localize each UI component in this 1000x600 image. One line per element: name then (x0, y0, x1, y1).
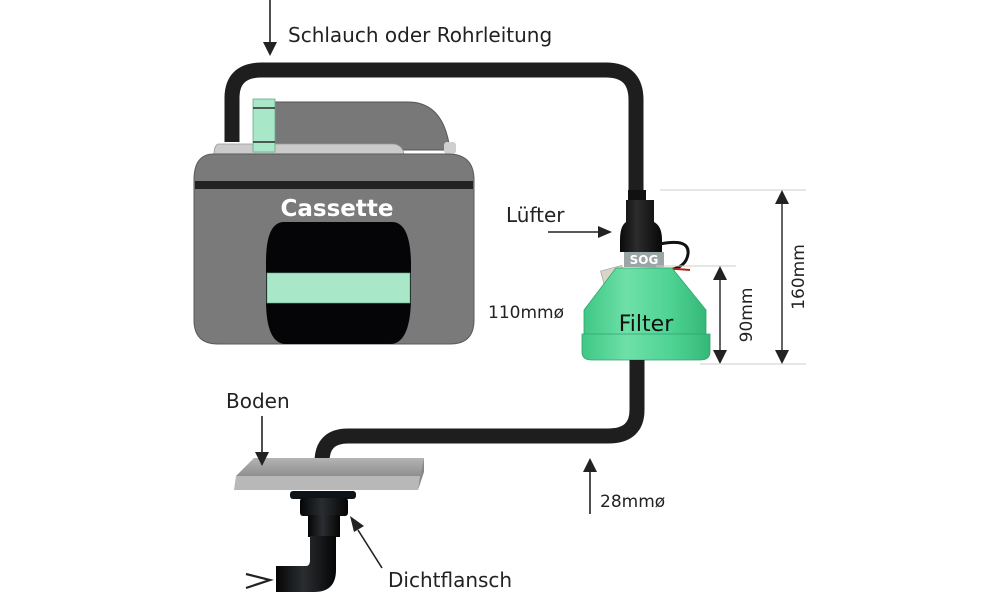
hose-label: Schlauch oder Rohrleitung (288, 23, 552, 47)
cassette-clip (252, 98, 276, 153)
filter-height-label: 90mm (737, 288, 757, 343)
cassette-label: Cassette (281, 196, 394, 222)
cassette: Cassette (193, 98, 475, 345)
hose-arrow (263, 0, 277, 56)
flange-arrow (350, 516, 383, 569)
floor-plate (234, 458, 424, 490)
fan-label: Lüfter (506, 203, 565, 227)
sog-label: SOG (630, 253, 659, 267)
total-height-label: 160mm (789, 244, 809, 310)
total-height-dimension: 160mm (660, 189, 809, 365)
floor-arrow (255, 416, 269, 466)
hose-diameter-label: 28mmø (600, 492, 665, 512)
cassette-stripe (266, 272, 411, 304)
sog-badge (624, 252, 664, 267)
filter-diameter-label: 110mmø (488, 303, 564, 323)
flange-label: Dichtflansch (388, 568, 512, 592)
floor-label: Boden (226, 389, 290, 413)
filter-label: Filter (619, 312, 674, 337)
hose-diameter-arrow (583, 458, 597, 514)
filter: Filter (581, 267, 711, 361)
hose-lower (314, 360, 645, 470)
cassette-lid (265, 101, 451, 151)
flange-elbow (245, 491, 356, 592)
fan: SOG (600, 190, 691, 285)
filter-height-dimension: 90mm (656, 265, 757, 364)
fan-arrow (548, 226, 612, 238)
hose-upper (224, 62, 644, 192)
